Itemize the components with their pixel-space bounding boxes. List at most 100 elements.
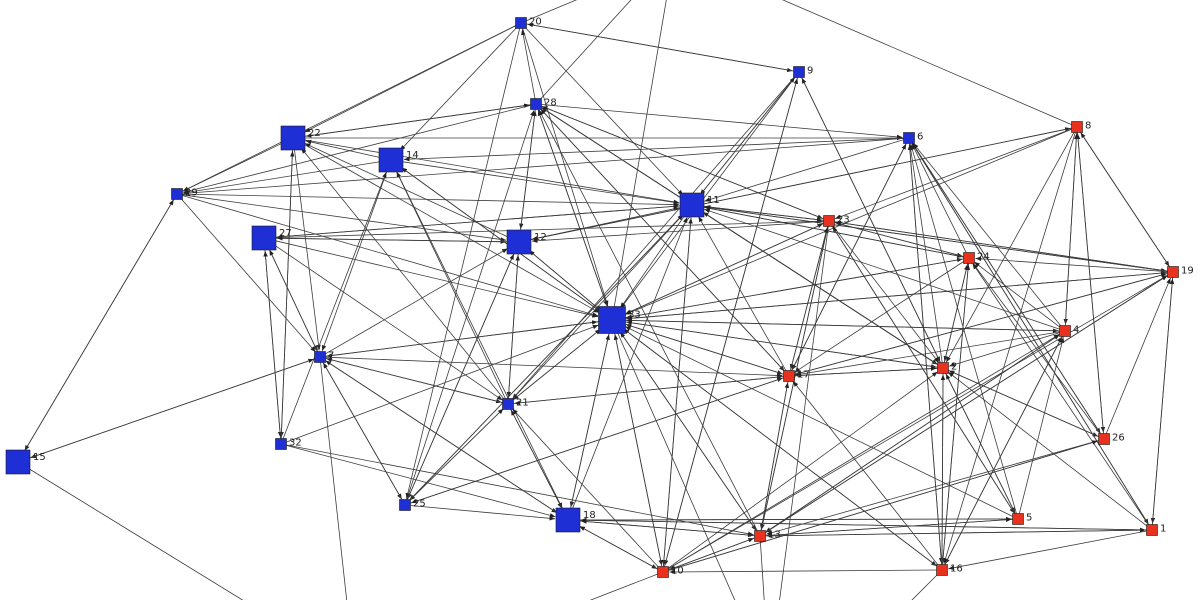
node-20[interactable]: 20 [515,16,542,29]
node-8[interactable]: 8 [1071,120,1092,133]
edge-5-4 [1018,337,1065,514]
node-4-square[interactable] [1059,325,1071,337]
edge-17-33 [625,323,784,375]
edge-8-23 [834,128,1073,220]
node-2[interactable]: 2 [937,361,958,374]
node-11-square[interactable] [679,192,705,218]
node-5[interactable]: 5 [1012,512,1033,525]
node-10[interactable]: 10 [657,565,684,578]
node-4-label: 4 [1073,324,1079,335]
node-18[interactable]: 18 [555,507,596,533]
node-23[interactable]: 23 [823,214,850,227]
node-17[interactable]: 17 [783,369,810,382]
node-18-square[interactable] [555,507,581,533]
node-29-square[interactable] [171,188,183,200]
node-27-square[interactable] [251,225,277,251]
edge-13-28 [538,109,758,532]
node-26-label: 26 [1112,432,1125,443]
edge-16-4 [944,336,1063,566]
edge-22-29 [182,142,283,192]
edge-33-12 [528,250,602,312]
node-23-square[interactable] [823,215,835,227]
node-8-square[interactable] [1071,121,1083,133]
node-25-square[interactable] [399,499,411,511]
edge-8-33 [625,128,1073,315]
edge-1-18 [580,518,1147,531]
node-9[interactable]: 9 [793,65,814,78]
node-16[interactable]: 16 [936,563,963,576]
node-26-square[interactable] [1098,433,1110,445]
node-2-square[interactable] [937,362,949,374]
edge-24-11 [704,206,964,258]
edge-22-11 [304,139,680,205]
node-33-square[interactable] [598,306,626,334]
edge-19-24 [975,256,1168,272]
node-11[interactable]: 11 [679,192,720,218]
edge-20-33 [522,28,609,307]
edge-offpage-0 [520,0,578,24]
node-1-square[interactable] [1146,524,1158,536]
edge-23-11 [704,204,824,221]
node-14-square[interactable] [378,147,404,173]
edge-28-6 [541,104,903,140]
node-17-square[interactable] [783,370,795,382]
node-12-square[interactable] [506,229,532,255]
node-12[interactable]: 12 [506,229,547,255]
node-6[interactable]: 6 [903,131,924,144]
node-26[interactable]: 26 [1098,432,1125,445]
node-28-square[interactable] [530,98,542,110]
edge-27-21 [273,244,503,401]
node-24-square[interactable] [963,252,975,264]
edge-1-16 [948,530,1147,570]
node-24[interactable]: 24 [963,251,990,264]
node-33[interactable]: 33 [598,306,641,334]
node-10-label: 10 [671,565,684,576]
node-21[interactable]: 21 [502,397,529,410]
node-19[interactable]: 19 [1167,265,1194,278]
node-14[interactable]: 14 [378,147,419,173]
edge-26-2 [948,370,1100,438]
node-16-square[interactable] [936,564,948,576]
node-10-square[interactable] [657,566,669,578]
node-21-square[interactable] [502,398,514,410]
edge-25-21 [408,408,504,502]
node-15[interactable]: 15 [5,449,46,475]
edge-offpage-7 [611,319,736,600]
edge-32-13 [286,444,754,536]
node-29[interactable]: 29 [171,187,198,200]
node-7-square[interactable] [314,351,326,363]
edge-17-11 [698,216,787,372]
node-9-square[interactable] [793,66,805,78]
edge-10-13 [668,537,755,571]
edge-22-33 [303,143,600,314]
edge-5-6 [910,144,1017,514]
edge-9-33 [620,76,797,309]
node-22-square[interactable] [280,125,306,151]
node-13-square[interactable] [754,530,766,542]
node-15-square[interactable] [5,449,31,475]
node-19-square[interactable] [1167,266,1179,278]
node-6-square[interactable] [903,132,915,144]
node-32[interactable]: 32 [275,437,302,450]
edge-offpage-9 [779,220,830,600]
node-1[interactable]: 1 [1146,523,1167,536]
node-20-square[interactable] [515,17,527,29]
edge-7-12 [324,248,508,355]
node-5-square[interactable] [1012,513,1024,525]
node-7[interactable]: 7 [314,350,335,363]
node-28[interactable]: 28 [530,97,557,110]
node-4[interactable]: 4 [1059,324,1080,337]
edge-18-11 [572,216,688,509]
node-32-square[interactable] [275,438,287,450]
node-27[interactable]: 27 [251,225,292,251]
node-25[interactable]: 25 [399,498,426,511]
edge-5-33 [624,326,1014,517]
node-5-label: 5 [1026,512,1032,523]
node-13-label: 13 [768,529,781,540]
node-28-label: 28 [544,97,557,108]
node-22[interactable]: 22 [280,125,321,151]
node-13[interactable]: 13 [754,529,781,542]
edge-offpage-6 [589,571,664,600]
edge-17-19 [794,273,1167,375]
